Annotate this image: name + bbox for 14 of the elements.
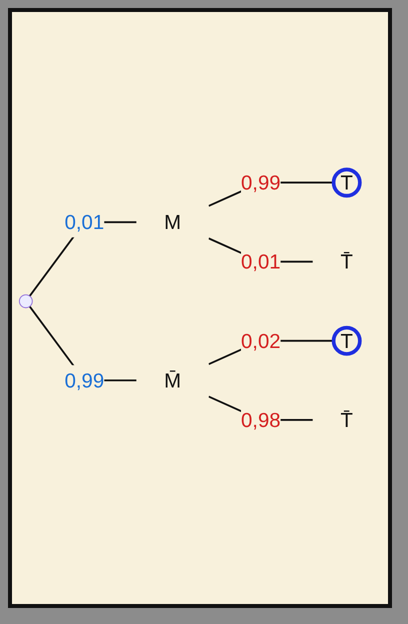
node-text: M xyxy=(164,210,182,234)
node-text: T̄ xyxy=(340,408,353,432)
edge-label: 0,98 xyxy=(241,408,281,432)
edge-label: 0,99 xyxy=(64,368,104,392)
edge-label: 0,01 xyxy=(64,210,104,234)
edge-label: 0,02 xyxy=(241,329,281,352)
node-text: T̄ xyxy=(340,250,353,274)
probability-tree: 0,01 0,99 0,01 0,99 0,02 0,98 M T T̄ M̄ T T̄ xyxy=(12,160,388,456)
node-text: M̄ xyxy=(164,368,182,392)
node-circle xyxy=(332,167,362,198)
edge-label: 0,01 xyxy=(241,250,281,274)
node-circle xyxy=(332,326,362,356)
edge-label: 0,99 xyxy=(241,170,281,194)
node-point xyxy=(18,294,33,308)
